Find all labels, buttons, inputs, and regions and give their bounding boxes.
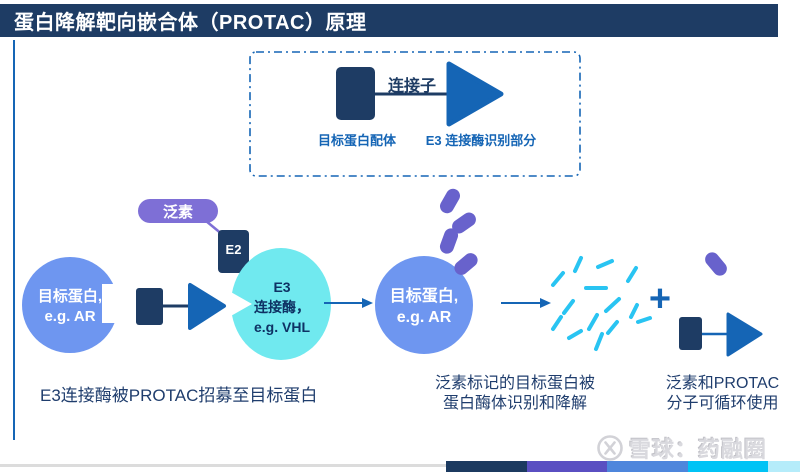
fragment-dash	[551, 271, 565, 287]
protac-ligand-square-icon	[136, 288, 163, 325]
fragment-dash	[629, 303, 639, 319]
fragment-dash	[551, 315, 563, 331]
legend-linker-label: 连接子	[387, 78, 436, 95]
e2-label: E2	[225, 242, 242, 257]
legend-e3-triangle-icon	[446, 61, 504, 127]
fragment-dash	[626, 266, 638, 283]
ubiquitin-chain	[439, 188, 478, 275]
target-protein-middle-line1: 目标蛋白,	[389, 288, 459, 305]
watermark: 雪球：药融圈	[596, 432, 767, 464]
legend-ligand-label: 目标蛋白配体	[317, 133, 396, 148]
fragment-dash	[596, 259, 614, 269]
step1-caption: E3连接酶被PROTAC招募至目标蛋白	[40, 386, 318, 405]
e3-ligase-line2: 连接酶，	[254, 299, 310, 315]
degraded-fragments	[551, 256, 652, 351]
title-bar: 蛋白降解靶向嵌合体（PROTAC）原理	[0, 4, 778, 37]
arrow-step2-head-icon	[540, 298, 551, 308]
fragment-dash	[567, 329, 583, 340]
page-title: 蛋白降解靶向嵌合体（PROTAC）原理	[14, 12, 367, 34]
arrow-step1-head-icon	[362, 298, 373, 308]
footer-stripe-pale-cyan	[768, 461, 800, 472]
step3-caption: 泛素和PROTAC 分子可循环使用	[645, 374, 800, 414]
target-protein-left-line1: 目标蛋白,	[37, 288, 103, 305]
legend-dashed-border	[249, 51, 581, 177]
footer-stripe-purple	[527, 461, 607, 472]
ubiquitin-capsule	[439, 228, 459, 254]
footer-stripe-blue	[607, 461, 688, 472]
ubiquitin-capsule	[440, 188, 460, 214]
legend-ligand-square-icon	[336, 67, 375, 120]
plus-sign: +	[648, 278, 672, 320]
watermark-brand-text: 雪球：药融圈	[629, 437, 768, 462]
step2-caption-line1: 泛素标记的目标蛋白被	[434, 375, 595, 392]
fragment-dash	[594, 332, 604, 351]
step3-caption-line2: 分子可循环使用	[666, 395, 779, 412]
e3-ligase-label: E3 连接酶， e.g. VHL	[238, 277, 326, 337]
target-protein-middle-label: 目标蛋白, e.g. AR	[374, 286, 474, 328]
step2-caption: 泛素标记的目标蛋白被 蛋白酶体识别和降解	[420, 374, 610, 414]
left-vertical-rule	[13, 40, 15, 440]
step3-caption-line1: 泛素和PROTAC	[665, 375, 780, 392]
ubiquitin-pill-connector	[205, 220, 224, 236]
footer-stripe-cyan	[688, 461, 768, 472]
fragment-dash	[587, 313, 599, 331]
step2-caption-line2: 蛋白酶体识别和降解	[442, 395, 587, 412]
target-protein-left-line2: e.g. AR	[44, 308, 96, 325]
e3-ligase-line3: e.g. VHL	[253, 319, 310, 335]
protac-e3-triangle-icon	[188, 283, 226, 330]
recycled-protac-triangle-icon	[726, 312, 763, 357]
e3-ligase-line1: E3	[273, 279, 291, 295]
ubiquitin-tag-label: 泛素	[162, 204, 193, 221]
xueqiu-logo-icon	[597, 435, 623, 461]
footer-stripe-navy	[446, 461, 527, 472]
footer-gray-line	[0, 464, 446, 467]
recycled-protac-square-icon	[679, 317, 702, 350]
fragment-dash	[606, 320, 619, 335]
ubiquitin-capsule	[452, 212, 476, 234]
target-protein-left-label: 目标蛋白, e.g. AR	[24, 287, 116, 327]
legend-e3-part-label: E3 连接酶识别部分	[425, 133, 537, 148]
ubiquitin-capsule	[454, 253, 478, 275]
fragment-dash	[562, 299, 575, 315]
fragment-dash	[573, 256, 583, 273]
recycled-ubiquitin-capsule	[705, 252, 727, 276]
target-protein-middle-line2: e.g. AR	[396, 309, 452, 326]
fragment-dash	[604, 297, 621, 313]
